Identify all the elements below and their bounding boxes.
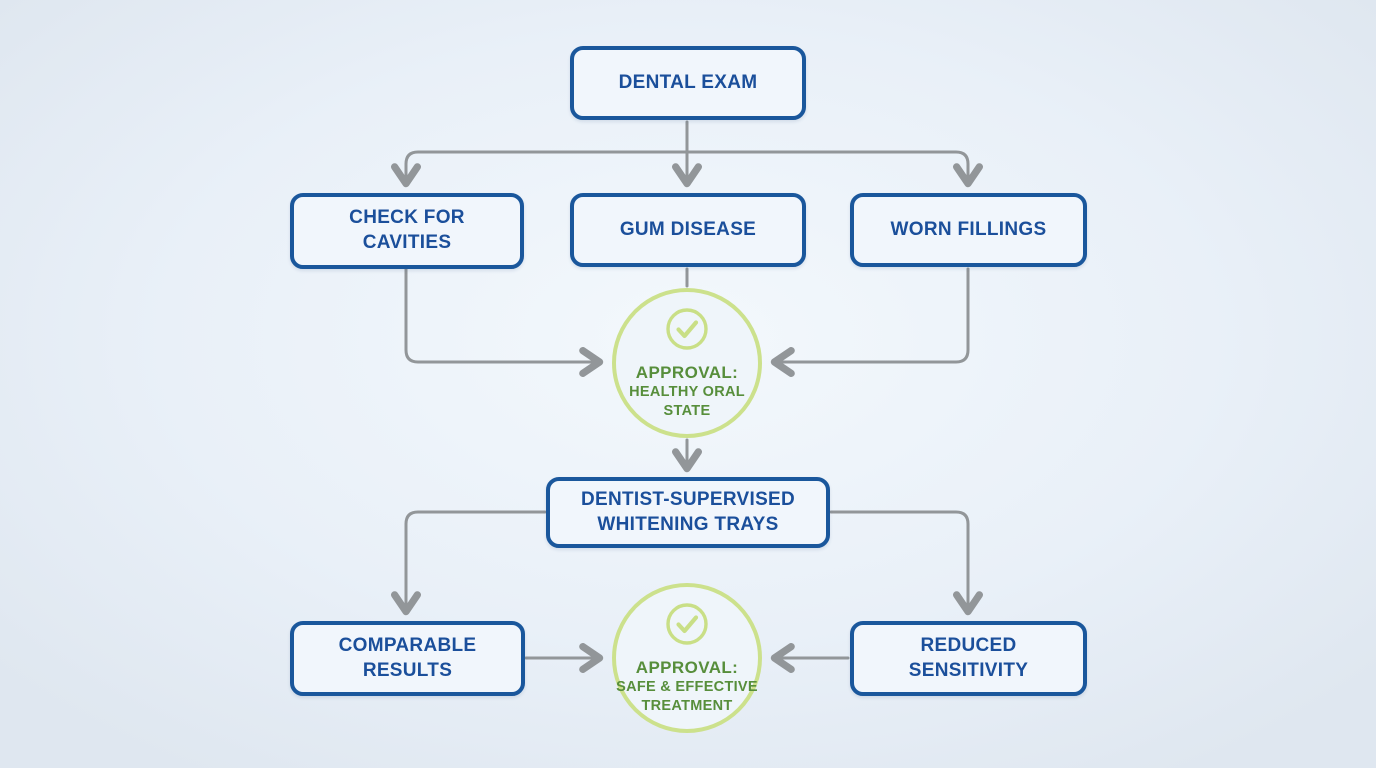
edge-dental-to-cavities [391,150,689,188]
node-comparable-results-label: COMPARABLE RESULTS [338,634,477,681]
node-whitening-trays-label: DENTIST-SUPERVISED WHITENING TRAYS [580,488,796,535]
node-check-for-cavities: CHECK FOR CAVITIES [290,193,524,269]
node-dental-exam: DENTAL EXAM [570,46,806,120]
node-check-for-cavities-label: CHECK FOR CAVITIES [349,207,465,253]
check-circle-icon [664,306,710,357]
approval-oral-title: APPROVAL: [635,363,739,382]
approval-oral-subtitle: HEALTHY ORAL STATE [629,384,745,419]
edge-dental-to-fillings [685,150,983,188]
node-reduced-sensitivity-label: REDUCED SENSITIVITY [908,634,1029,681]
node-reduced-sensitivity: REDUCED SENSITIVITY [850,621,1087,696]
node-gum-disease: GUM DISEASE [570,193,806,267]
node-comparable-results: COMPARABLE RESULTS [290,621,525,696]
edge-trays-to-sensitivity [829,510,983,616]
node-worn-fillings-label: WORN FILLINGS [890,218,1047,240]
node-approval-healthy-oral-state: APPROVAL: HEALTHY ORAL STATE [612,288,762,438]
approval-treatment-subtitle: SAFE & EFFECTIVE TREATMENT [616,679,758,714]
node-dentist-supervised-whitening-trays: DENTIST-SUPERVISED WHITENING TRAYS [546,477,830,548]
approval-treatment-title: APPROVAL: [635,658,739,677]
node-dental-exam-label: DENTAL EXAM [618,71,758,93]
edge-fillings-to-approval [770,267,970,377]
node-approval-safe-effective-treatment: APPROVAL: SAFE & EFFECTIVE TREATMENT [612,583,762,733]
edge-trays-to-comparable [391,510,547,616]
node-gum-disease-label: GUM DISEASE [619,218,757,240]
edge-cavities-to-approval [404,267,604,377]
check-circle-icon [664,601,710,652]
node-worn-fillings: WORN FILLINGS [850,193,1087,267]
